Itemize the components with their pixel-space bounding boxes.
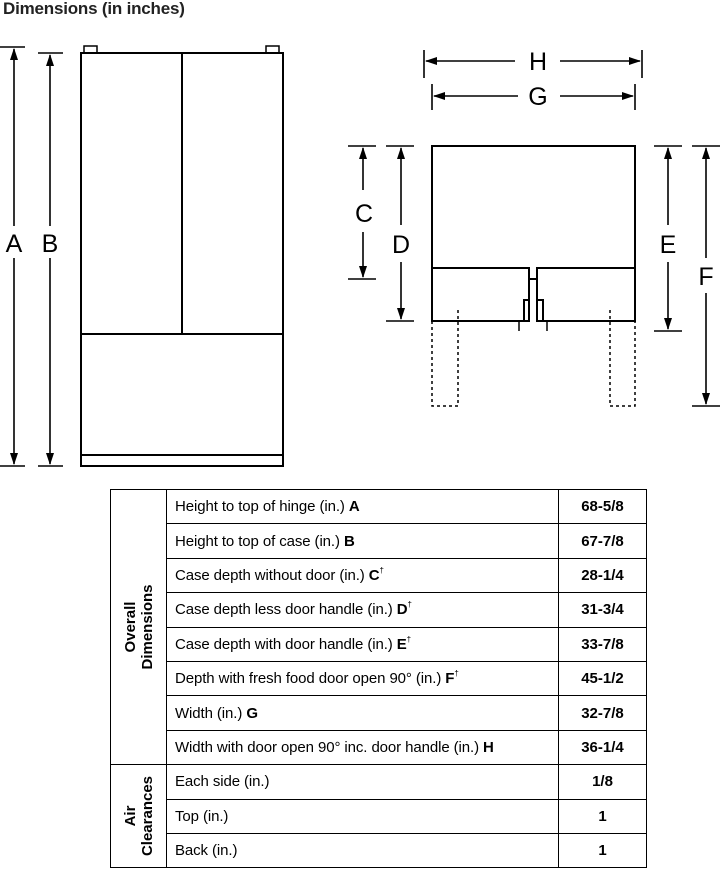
table-row: Height to top of case (in.) B 67-7/8 <box>111 523 647 559</box>
row-value: 45-1/2 <box>558 660 647 697</box>
table-row: Depth with fresh food door open 90° (in.… <box>111 660 647 697</box>
label-E: E <box>660 231 677 259</box>
row-label: Height to top of case (in.) B <box>166 523 559 559</box>
row-label: Case depth with door handle (in.) E† <box>166 626 559 662</box>
dimension-lines-width <box>423 50 643 110</box>
page-title: Dimensions (in inches) <box>3 0 185 18</box>
row-value: 28-1/4 <box>558 557 647 594</box>
table-row: Case depth with door handle (in.) E† 33-… <box>111 626 647 662</box>
dimension-lines-front <box>0 46 63 467</box>
row-label: Case depth without door (in.) C† <box>166 557 559 594</box>
table-row: Top (in.) 1 <box>111 798 647 834</box>
row-value: 1 <box>558 832 647 869</box>
row-label: Depth with fresh food door open 90° (in.… <box>166 660 559 697</box>
row-label: Height to top of hinge (in.) A <box>166 488 559 525</box>
label-A: A <box>6 230 23 258</box>
label-D: D <box>392 231 410 259</box>
label-G: G <box>528 83 547 111</box>
row-value: 67-7/8 <box>558 523 647 559</box>
table-row: Case depth without door (in.) C† 28-1/4 <box>111 557 647 594</box>
row-value: 68-5/8 <box>558 488 647 525</box>
dimension-lines-depth-right <box>654 145 720 407</box>
table-row: Back (in.) 1 <box>111 832 647 869</box>
table-row: Width with door open 90° inc. door handl… <box>111 729 647 766</box>
table-row: Width (in.) G 32-7/8 <box>111 695 647 731</box>
row-value: 32-7/8 <box>558 695 647 731</box>
row-value: 33-7/8 <box>558 626 647 662</box>
row-value: 1/8 <box>558 764 647 800</box>
table-row: Case depth less door handle (in.) D† 31-… <box>111 592 647 628</box>
dimension-lines-depth-left <box>348 145 414 322</box>
label-H: H <box>529 48 547 76</box>
row-value: 36-1/4 <box>558 729 647 766</box>
row-label: Case depth less door handle (in.) D† <box>166 592 559 628</box>
label-B: B <box>42 230 59 258</box>
row-label: Each side (in.) <box>166 764 559 800</box>
label-F: F <box>698 263 713 291</box>
row-label: Width (in.) G <box>166 695 559 731</box>
refrigerator-dimension-diagram: A B H G <box>0 45 720 467</box>
row-label: Back (in.) <box>166 832 559 869</box>
label-C: C <box>355 200 373 228</box>
row-value: 1 <box>558 798 647 834</box>
row-label: Top (in.) <box>166 798 559 834</box>
fridge-front-view <box>80 45 284 467</box>
row-value: 31-3/4 <box>558 592 647 628</box>
row-label: Width with door open 90° inc. door handl… <box>166 729 559 766</box>
